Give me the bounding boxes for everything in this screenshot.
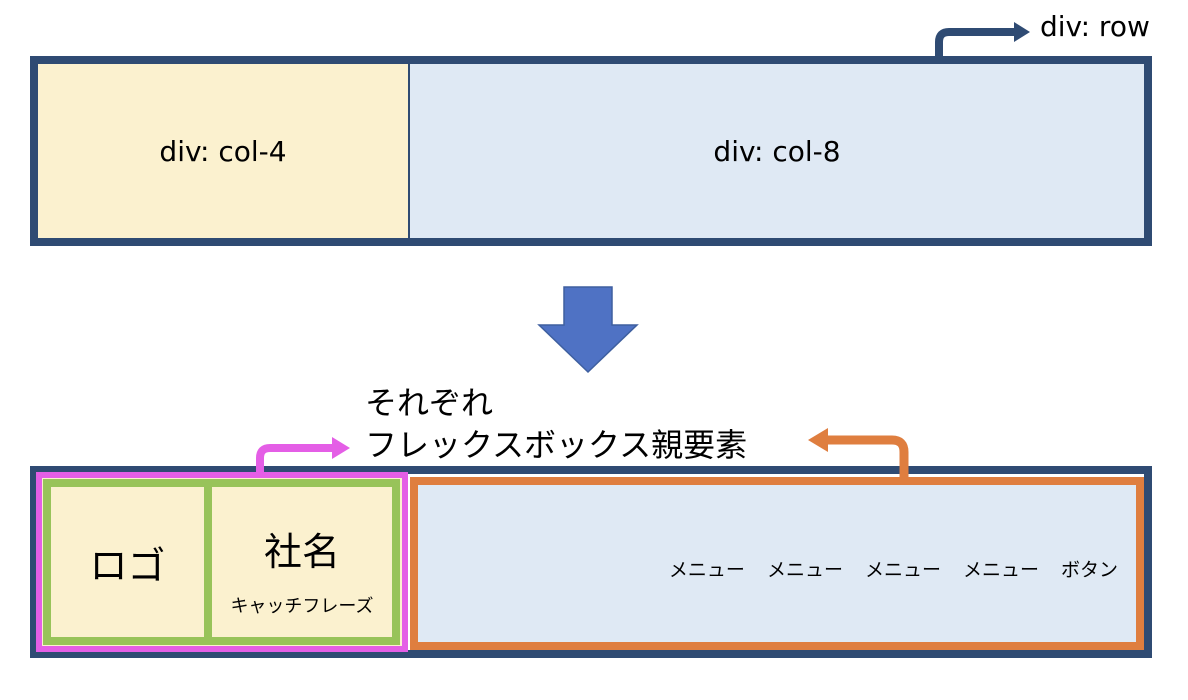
catch-phrase: キャッチフレーズ (230, 596, 374, 617)
menu-item: メニュー (962, 559, 1039, 581)
col-4-label: div: col-4 (159, 134, 287, 168)
col-4-box: div: col-4 (38, 64, 410, 238)
caption-line-1: それぞれ (365, 384, 494, 422)
row-label: div: row (1040, 10, 1150, 43)
pink-pointer-arrow (256, 437, 350, 472)
col-8-box: div: col-8 (410, 64, 1144, 238)
logo-name-group: ロゴ 社名 キャッチフレーズ (43, 479, 400, 645)
logo-text: ロゴ (89, 543, 166, 588)
row-pointer-arrow (935, 22, 1030, 56)
company-cell: 社名 キャッチフレーズ (212, 487, 392, 637)
col-8-label: div: col-8 (713, 134, 841, 168)
row-container: div: col-4 div: col-8 (30, 56, 1152, 246)
menu-bar: メニュー メニュー メニュー メニュー ボタン (669, 555, 1118, 582)
company-name: 社名 (263, 530, 340, 574)
menu-item: メニュー (668, 559, 745, 581)
menu-item: メニュー (766, 559, 843, 581)
menu-item: メニュー (864, 559, 941, 581)
menu-button: ボタン (1060, 559, 1118, 581)
right-flex-parent-box: メニュー メニュー メニュー メニュー ボタン (410, 477, 1144, 650)
logo-cell: ロゴ (51, 487, 212, 637)
caption-line-2: フレックスボックス親要素 (365, 426, 748, 464)
down-arrow-icon (537, 286, 639, 374)
orange-pointer-arrow (808, 428, 909, 477)
